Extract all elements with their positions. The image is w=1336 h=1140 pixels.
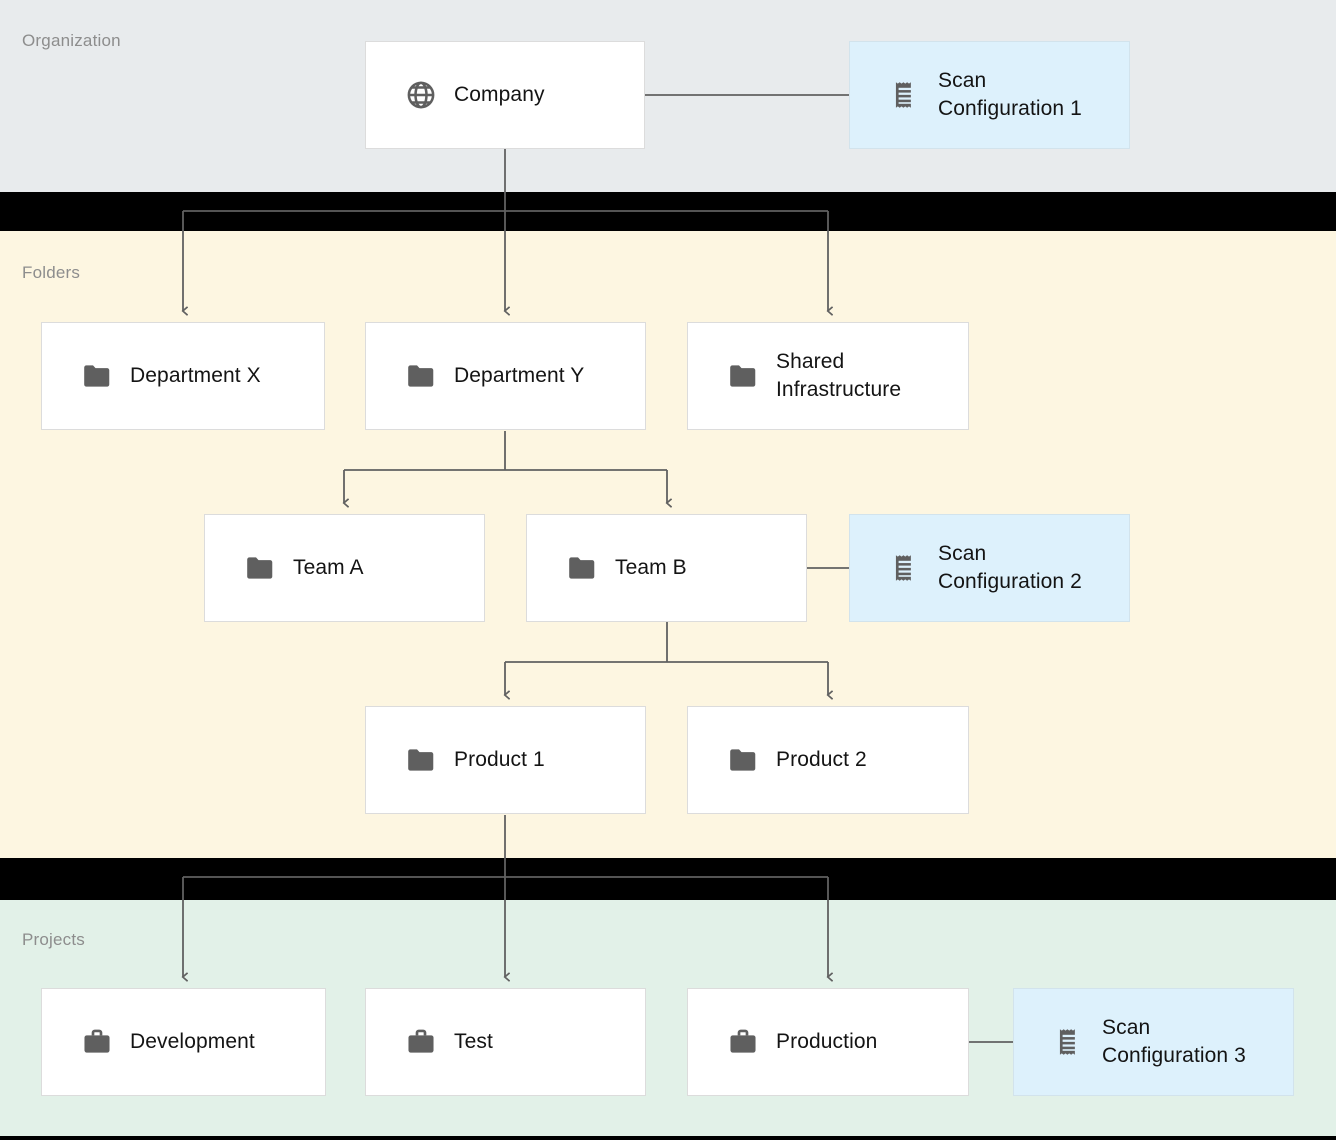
node-label: Product 1 xyxy=(454,748,545,772)
node-scan-configuration-3[interactable]: Scan Configuration 3 xyxy=(1013,988,1294,1096)
section-label-projects: Projects xyxy=(22,930,86,949)
folder-icon xyxy=(404,359,438,393)
node-department-y[interactable]: Department Y xyxy=(365,322,646,430)
receipt-icon xyxy=(1052,1025,1086,1059)
section-band-organization xyxy=(0,0,1336,192)
node-label: Team A xyxy=(293,556,364,580)
folder-icon xyxy=(726,359,760,393)
node-label: Production xyxy=(776,1030,878,1054)
node-team-a[interactable]: Team A xyxy=(204,514,485,622)
briefcase-icon xyxy=(726,1025,760,1059)
folder-icon xyxy=(565,551,599,585)
node-product-1[interactable]: Product 1 xyxy=(365,706,646,814)
briefcase-icon xyxy=(80,1025,114,1059)
section-label-organization: Organization xyxy=(22,31,121,50)
folder-icon xyxy=(243,551,277,585)
node-label: Shared Infrastructure xyxy=(776,350,902,401)
node-development[interactable]: Development xyxy=(41,988,326,1096)
node-label: Company xyxy=(454,83,545,107)
folder-icon xyxy=(404,743,438,777)
node-department-x[interactable]: Department X xyxy=(41,322,325,430)
node-product-2[interactable]: Product 2 xyxy=(687,706,969,814)
node-shared-infrastructure[interactable]: Shared Infrastructure xyxy=(687,322,969,430)
node-label: Department X xyxy=(130,364,261,388)
node-label: Scan Configuration 1 xyxy=(938,69,1082,120)
receipt-icon xyxy=(888,551,922,585)
node-label: Scan Configuration 3 xyxy=(1102,1016,1246,1067)
node-test[interactable]: Test xyxy=(365,988,646,1096)
node-label: Team B xyxy=(615,556,687,580)
node-scan-configuration-2[interactable]: Scan Configuration 2 xyxy=(849,514,1130,622)
node-label: Product 2 xyxy=(776,748,867,772)
section-label-folders: Folders xyxy=(22,263,81,282)
node-label: Department Y xyxy=(454,364,585,388)
folder-icon xyxy=(726,743,760,777)
node-production[interactable]: Production xyxy=(687,988,969,1096)
node-label: Test xyxy=(454,1030,493,1054)
node-label: Development xyxy=(130,1030,255,1054)
folder-icon xyxy=(80,359,114,393)
globe-icon xyxy=(404,78,438,112)
node-label: Scan Configuration 2 xyxy=(938,542,1082,593)
receipt-icon xyxy=(888,78,922,112)
node-scan-configuration-1[interactable]: Scan Configuration 1 xyxy=(849,41,1130,149)
briefcase-icon xyxy=(404,1025,438,1059)
node-team-b[interactable]: Team B xyxy=(526,514,807,622)
node-company[interactable]: Company xyxy=(365,41,645,149)
